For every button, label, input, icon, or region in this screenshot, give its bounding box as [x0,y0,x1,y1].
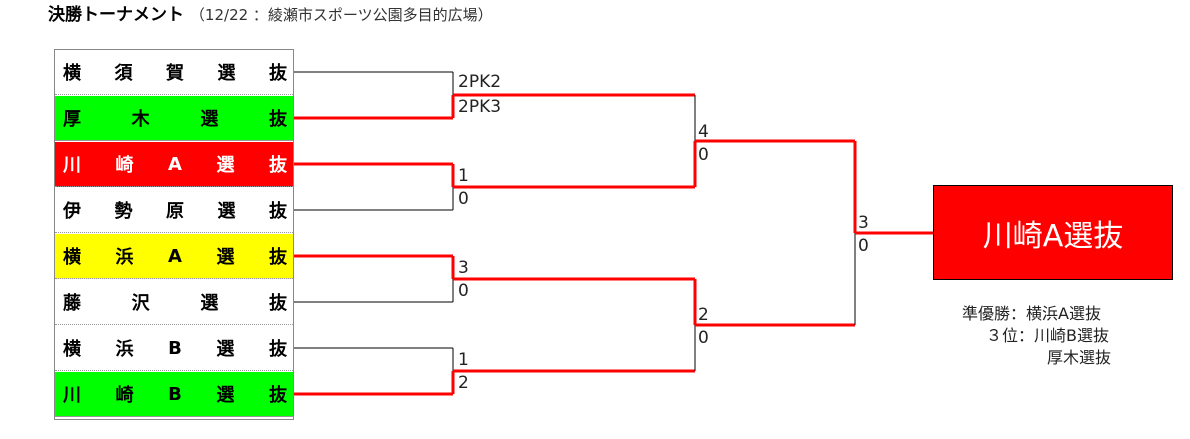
score-sf1-top: 4 [698,122,709,142]
team-name-char: 横 [63,63,81,84]
third-place-text-1: ３位：川崎B選抜 [986,326,1109,345]
score-r1m2-top: 1 [458,166,469,186]
score-r1m2-bottom: 0 [458,189,469,209]
score-r1m3-top: 3 [458,258,469,278]
team-name-char: 川 [63,385,81,406]
score-r1m1-top: 2PK2 [458,72,502,92]
team-name-char: 伊 [63,201,81,222]
team-name-char: 浜 [115,247,134,268]
team-name-char: 抜 [269,247,287,268]
team-name-char: 抜 [268,385,287,406]
team-name-char: 選 [216,247,235,268]
team-name-char: 選 [216,385,235,406]
champion-name: 川崎A選抜 [982,218,1124,254]
team-name-char: 原 [166,201,184,222]
score-r1m4-bottom: 2 [458,373,469,393]
team-name-char: 横 [63,339,81,360]
team-name-char: B [168,383,182,405]
team-name-char: 勢 [114,201,133,222]
score-final-bottom: 0 [858,236,869,256]
team-row: 伊勢原選抜 [55,188,293,233]
team-name-char: 賀 [166,63,184,84]
team-name-char: 抜 [269,63,287,84]
team-name-char: 抜 [269,155,287,176]
team-name-char: A [168,245,182,267]
title-venue: （12/22 ：綾瀬市スポーツ公園多目的広場） [189,6,493,24]
page-title: 決勝トーナメント （12/22 ：綾瀬市スポーツ公園多目的広場） [48,3,493,27]
team-name-char: 川 [63,155,81,176]
team-name-char: 抜 [269,201,287,222]
score-r1m4-top: 1 [458,350,469,370]
team-name-char: 選 [200,109,219,130]
score-sf1-bottom: 0 [698,145,709,165]
title-main: 決勝トーナメント [48,5,184,25]
team-name-char: 選 [216,339,235,360]
team-row: 藤沢選抜 [55,280,293,325]
runner-up-text: 準優勝：横浜A選抜 [962,304,1101,323]
team-name-char: 崎 [115,385,134,406]
team-name-char: 崎 [115,155,134,176]
team-name-char: 抜 [268,109,287,130]
team-name-char: 選 [216,155,235,176]
team-name-char: 横 [63,247,81,268]
team-name-char: 抜 [268,293,287,314]
team-name-char: B [168,337,182,359]
champion-box: 川崎A選抜 [933,185,1173,280]
team-name-char: 木 [131,109,150,130]
score-sf2-bottom: 0 [698,328,709,348]
team-name-char: 選 [217,63,236,84]
team-name-char: 選 [217,201,236,222]
team-name-char: 厚 [63,109,81,130]
score-final-top: 3 [858,213,869,233]
team-name-char: 抜 [268,339,287,360]
third-place-text-2: 厚木選抜 [1047,348,1112,367]
team-name-char: 沢 [131,293,150,314]
team-row: 横須賀選抜 [55,50,293,95]
score-sf2-top: 2 [698,305,709,325]
team-name-char: A [168,153,182,175]
score-r1m3-bottom: 0 [458,281,469,301]
score-r1m1-bottom: 2PK3 [458,97,502,117]
team-name-char: 選 [200,293,219,314]
team-name-char: 須 [114,63,133,84]
team-row: 厚木選抜 [55,96,293,141]
team-name-char: 藤 [63,293,81,314]
final-standings: 準優勝：横浜A選抜 ３位：川崎B選抜 厚木選抜 [962,303,1111,369]
team-name-char: 浜 [115,339,134,360]
